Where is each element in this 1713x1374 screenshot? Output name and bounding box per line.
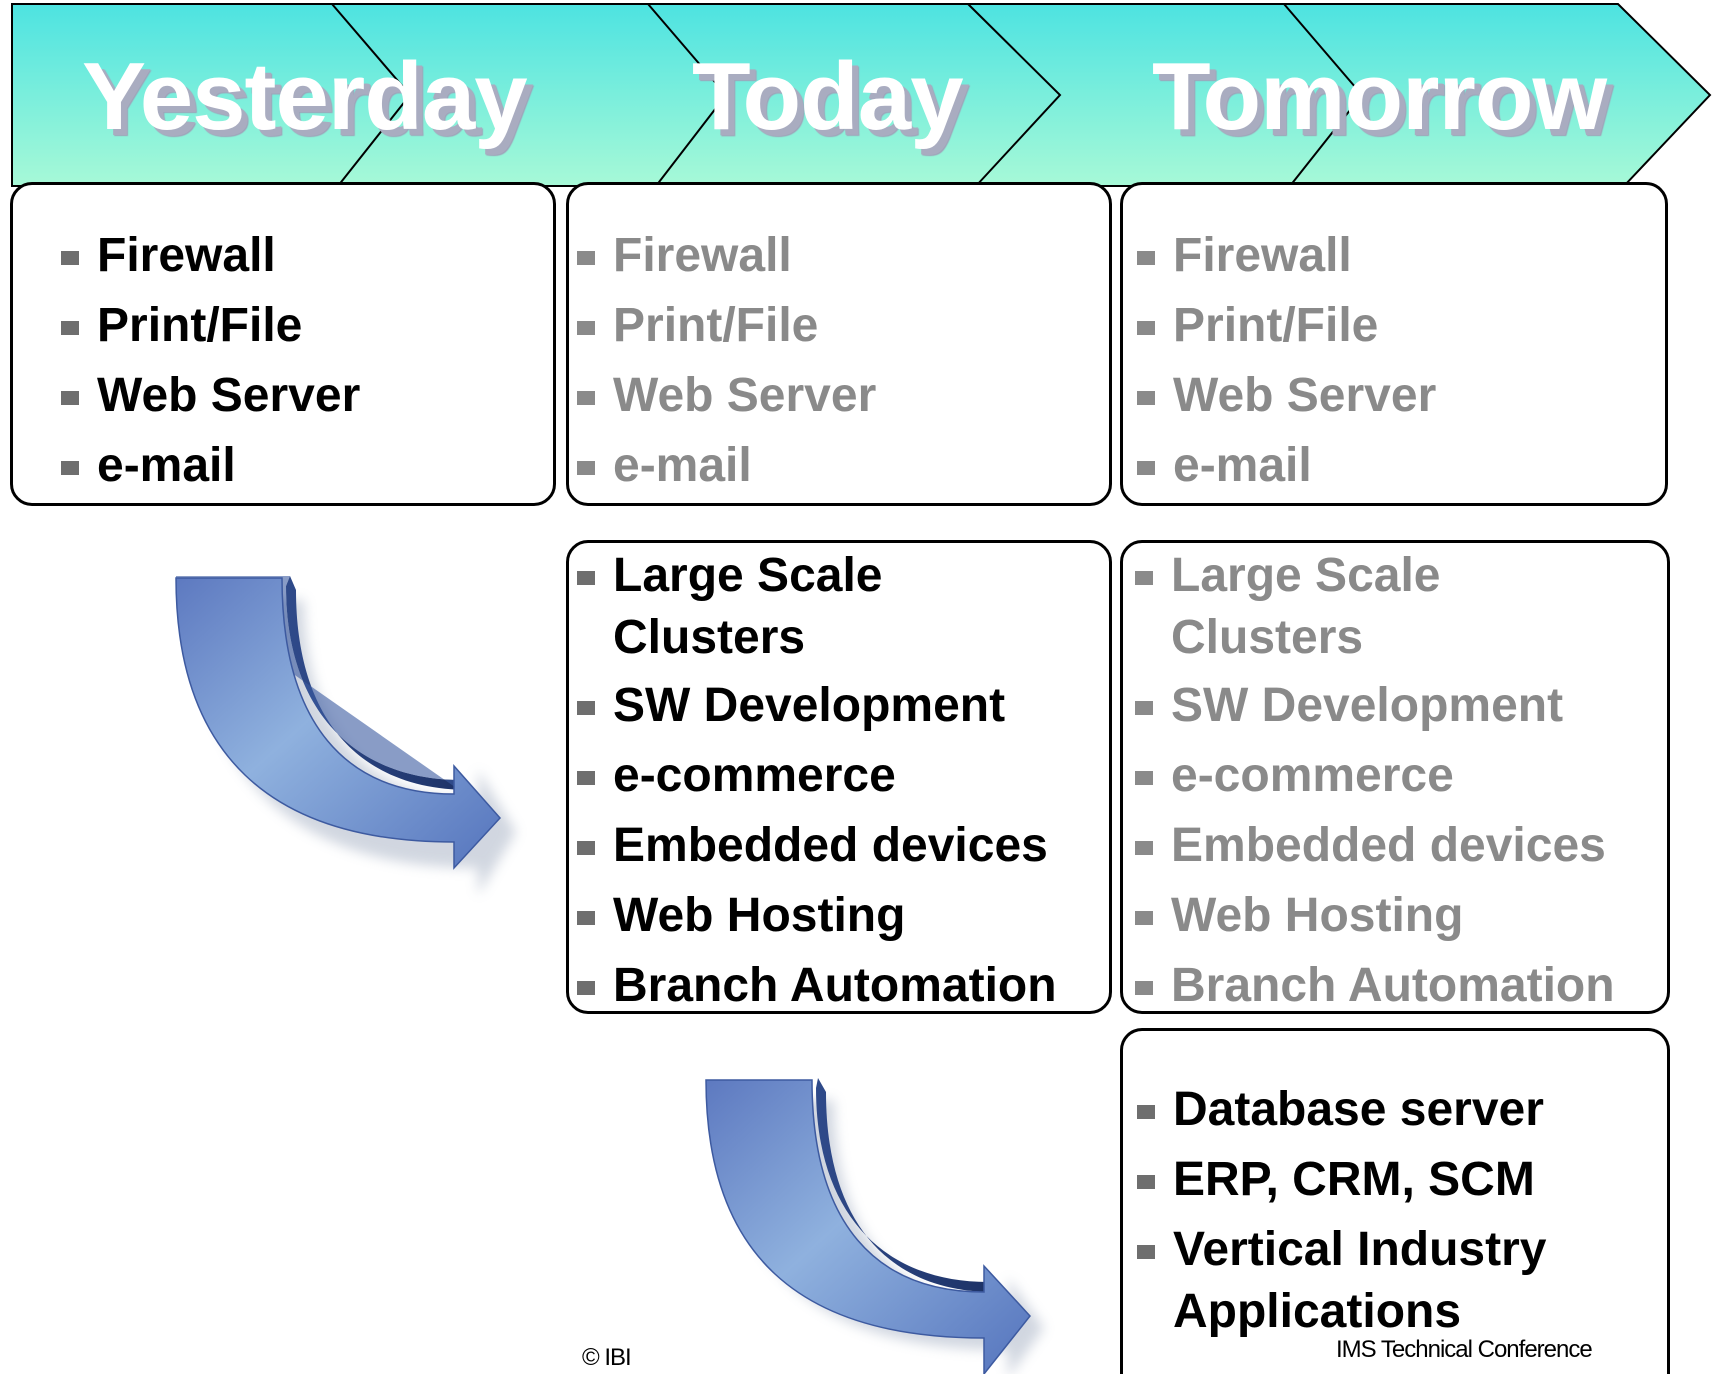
header-today: Today	[692, 43, 964, 150]
bullet-square-icon	[577, 841, 595, 855]
bullet-square-icon	[1137, 391, 1155, 405]
timeline-banner	[11, 3, 1712, 187]
list-item: e-commerce	[577, 745, 1077, 807]
bullet-square-icon	[577, 321, 595, 335]
yesterday-list: Firewall Print/File Web Server e-mail	[61, 225, 360, 497]
bullet-square-icon	[577, 981, 595, 995]
list-item: Branch Automation	[1135, 955, 1655, 1017]
bullet-square-icon	[1135, 771, 1153, 785]
chevron-divider-2	[647, 3, 728, 187]
bullet-square-icon	[577, 461, 595, 475]
list-item: Database server	[1137, 1079, 1657, 1141]
list-item: Large Scale Clusters	[1135, 545, 1511, 669]
yesterday-box: Firewall Print/File Web Server e-mail	[10, 182, 556, 506]
bullet-square-icon	[1137, 1175, 1155, 1189]
bullet-square-icon	[577, 571, 595, 585]
bullet-square-icon	[1135, 841, 1153, 855]
tomorrow-list: Database server ERP, CRM, SCM Vertical I…	[1137, 1079, 1657, 1343]
bullet-square-icon	[1135, 981, 1153, 995]
conference-footer: IMS Technical Conference	[1336, 1336, 1593, 1363]
tomorrow-mid-list: Large Scale Clusters SW Development e-co…	[1135, 545, 1655, 1017]
bullet-square-icon	[1137, 1245, 1155, 1259]
bullet-square-icon	[1135, 701, 1153, 715]
bullet-square-icon	[1135, 571, 1153, 585]
bullet-square-icon	[61, 461, 79, 475]
chevron-divider-4	[1283, 3, 1364, 187]
list-item: Branch Automation	[577, 955, 1077, 1017]
bullet-square-icon	[61, 251, 79, 265]
list-item: SW Development	[577, 675, 1077, 737]
list-item: Web Server	[577, 365, 876, 427]
bullet-square-icon	[577, 251, 595, 265]
list-item: Large Scale Clusters	[577, 545, 953, 669]
bullet-square-icon	[61, 321, 79, 335]
list-item: e-mail	[1137, 435, 1436, 497]
list-item: Print/File	[61, 295, 360, 357]
curved-arrow-icon	[705, 1078, 1044, 1374]
tomorrow-box: Database server ERP, CRM, SCM Vertical I…	[1120, 1028, 1670, 1374]
list-item: Firewall	[61, 225, 360, 287]
list-item: SW Development	[1135, 675, 1655, 737]
bullet-square-icon	[1137, 461, 1155, 475]
chevron-divider-3	[967, 3, 1062, 187]
today-list: Large Scale Clusters SW Development e-co…	[577, 545, 1077, 1017]
list-item: Embedded devices	[577, 815, 1077, 877]
today-basic-list: Firewall Print/File Web Server e-mail	[577, 225, 876, 497]
header-tomorrow: Tomorrow	[1152, 43, 1607, 150]
list-item: Web Server	[1137, 365, 1436, 427]
list-item: Vertical Industry Applications	[1137, 1219, 1613, 1343]
today-box: Large Scale Clusters SW Development e-co…	[566, 540, 1112, 1014]
bullet-square-icon	[1137, 321, 1155, 335]
bullet-square-icon	[1137, 1105, 1155, 1119]
list-item: Web Hosting	[1135, 885, 1655, 947]
copyright-footer: © IBI	[582, 1344, 632, 1371]
bullet-square-icon	[1137, 251, 1155, 265]
list-item: Print/File	[577, 295, 876, 357]
list-item: e-mail	[577, 435, 876, 497]
curved-arrow-icon	[175, 576, 516, 895]
chevron-divider-1	[331, 3, 412, 187]
list-item: Firewall	[577, 225, 876, 287]
tomorrow-basic-list: Firewall Print/File Web Server e-mail	[1137, 225, 1436, 497]
header-yesterday: Yesterday	[82, 43, 528, 150]
list-item: e-commerce	[1135, 745, 1655, 807]
tomorrow-basic-box: Firewall Print/File Web Server e-mail	[1120, 182, 1668, 506]
list-item: Firewall	[1137, 225, 1436, 287]
tomorrow-mid-box: Large Scale Clusters SW Development e-co…	[1120, 540, 1670, 1014]
bullet-square-icon	[1135, 911, 1153, 925]
list-item: Print/File	[1137, 295, 1436, 357]
bullet-square-icon	[577, 391, 595, 405]
list-item: Web Hosting	[577, 885, 1077, 947]
list-item: Web Server	[61, 365, 360, 427]
bullet-square-icon	[577, 911, 595, 925]
bullet-square-icon	[61, 391, 79, 405]
list-item: ERP, CRM, SCM	[1137, 1149, 1657, 1211]
list-item: e-mail	[61, 435, 360, 497]
list-item: Embedded devices	[1135, 815, 1655, 877]
today-basic-box: Firewall Print/File Web Server e-mail	[566, 182, 1112, 506]
bullet-square-icon	[577, 701, 595, 715]
bullet-square-icon	[577, 771, 595, 785]
